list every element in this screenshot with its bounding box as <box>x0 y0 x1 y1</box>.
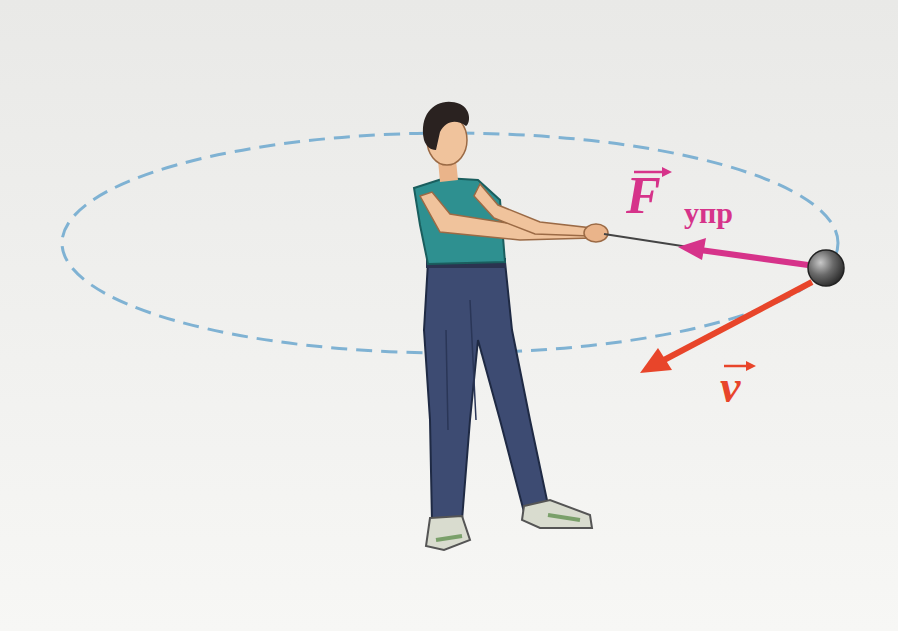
label-holder: F <box>626 170 661 222</box>
label-holder: v <box>720 364 740 410</box>
label-holder: упр <box>684 198 733 228</box>
ball <box>808 250 844 286</box>
string <box>604 234 812 266</box>
force-subscript: упр <box>684 196 733 229</box>
force-symbol: F <box>626 167 661 224</box>
athlete-figure <box>414 102 608 550</box>
velocity-symbol: v <box>720 361 740 412</box>
velocity-arrow <box>640 282 812 373</box>
force-arrow <box>678 238 808 265</box>
